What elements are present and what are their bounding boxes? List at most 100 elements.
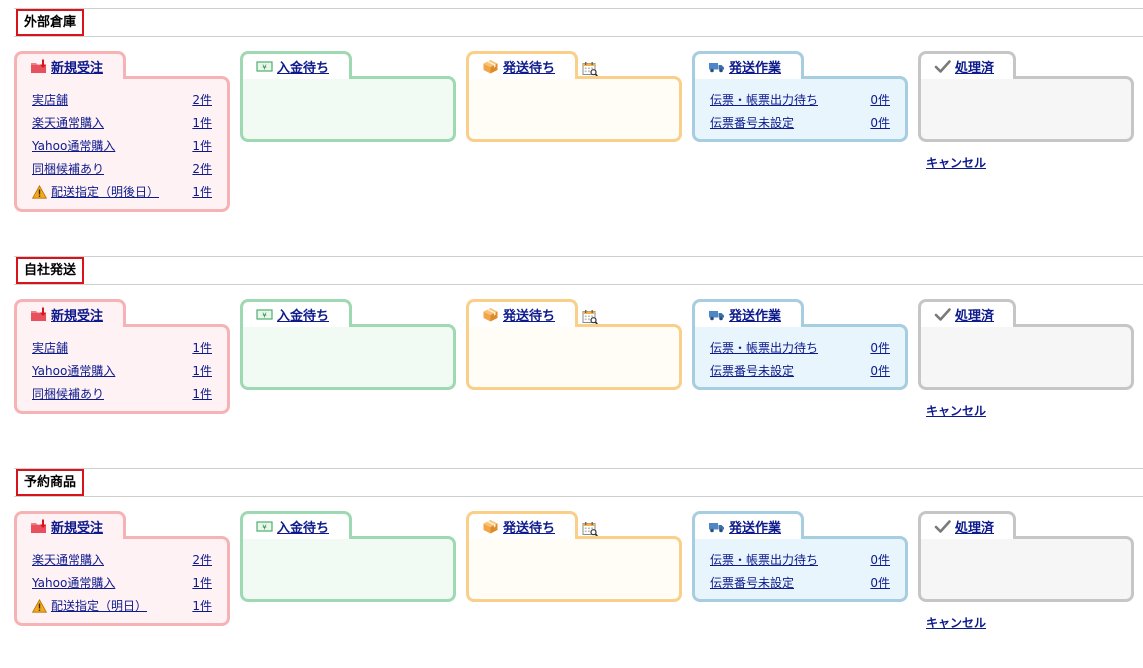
processed-link[interactable]: 処理済 (955, 61, 995, 76)
tab-payment-wait[interactable]: 入金待ち (240, 51, 352, 79)
new-order-count-link[interactable]: 1件 (192, 364, 212, 378)
new-order-count-link[interactable]: 2件 (192, 162, 212, 176)
panel-new-order: 新規受注 実店舗 2件 楽天通常購入 1件 Yahoo通常購入 1件 同梱候補あ (14, 51, 230, 212)
shipping-work-count-link[interactable]: 0件 (870, 553, 890, 567)
calendar-search-icon[interactable] (582, 309, 598, 325)
new-order-count-link[interactable]: 1件 (192, 387, 212, 401)
panel-body: 伝票・帳票出力待ち 0件 伝票番号未設定 0件 (692, 324, 908, 390)
section-divider (14, 284, 1143, 285)
shipping-work-filter-link[interactable]: 伝票番号未設定 (710, 364, 795, 378)
truck-icon (708, 307, 725, 322)
new-order-filter-link[interactable]: 配送指定（明日） (51, 599, 148, 613)
tab-processed[interactable]: 処理済 (918, 511, 1016, 539)
payment-wait-link[interactable]: 入金待ち (277, 521, 330, 536)
section-0: 外部倉庫 新規受注 実店舗 2件 楽天通常購入 1件 Yahoo通常購入 1件 (0, 8, 1143, 212)
list-item: 伝票・帳票出力待ち 0件 (710, 548, 890, 571)
shipping-work-filter-link[interactable]: 伝票・帳票出力待ち (710, 341, 819, 355)
list-item: Yahoo通常購入 1件 (32, 571, 212, 594)
new-order-count-link[interactable]: 2件 (192, 553, 212, 567)
new-order-link[interactable]: 新規受注 (51, 309, 104, 324)
cancel-link[interactable]: キャンセル (926, 404, 987, 418)
new-order-count-link[interactable]: 1件 (192, 116, 212, 130)
new-order-filter-link[interactable]: 配送指定（明後日） (51, 185, 160, 199)
tab-new-order[interactable]: 新規受注 (14, 299, 126, 327)
panel-body (240, 76, 456, 142)
panel-body (240, 324, 456, 390)
shipping-wait-link[interactable]: 発送待ち (503, 521, 556, 536)
tab-processed[interactable]: 処理済 (918, 51, 1016, 79)
list-item: 伝票番号未設定 0件 (710, 359, 890, 382)
new-order-filter-link[interactable]: 実店舗 (32, 341, 69, 355)
new-order-link[interactable]: 新規受注 (51, 521, 104, 536)
calendar-search-icon[interactable] (582, 521, 598, 537)
list-item: Yahoo通常購入 1件 (32, 134, 212, 157)
panel-shipping-wait: 発送待ち (466, 299, 682, 390)
cancel-link[interactable]: キャンセル (926, 616, 987, 630)
box-icon (482, 307, 499, 322)
cancel-link[interactable]: キャンセル (926, 156, 987, 170)
processed-link[interactable]: 処理済 (955, 521, 995, 536)
payment-wait-link[interactable]: 入金待ち (277, 309, 330, 324)
new-order-count-link[interactable]: 1件 (192, 576, 212, 590)
shipping-work-filter-link[interactable]: 伝票・帳票出力待ち (710, 553, 819, 567)
shipping-work-count-link[interactable]: 0件 (870, 341, 890, 355)
processed-link[interactable]: 処理済 (955, 309, 995, 324)
tab-shipping-work[interactable]: 発送作業 (692, 511, 804, 539)
section-2: 予約商品 新規受注 楽天通常購入 2件 Yahoo通常購入 1件 配送指定（明日… (0, 468, 1143, 668)
tab-shipping-work[interactable]: 発送作業 (692, 299, 804, 327)
section-divider (14, 468, 1143, 469)
shipping-work-link[interactable]: 発送作業 (729, 521, 782, 536)
new-order-count-link[interactable]: 1件 (192, 599, 212, 613)
tab-new-order[interactable]: 新規受注 (14, 51, 126, 79)
tab-shipping-work[interactable]: 発送作業 (692, 51, 804, 79)
section-title: 外部倉庫 (16, 9, 85, 36)
folder-arrow-icon (30, 519, 47, 534)
new-order-filter-link[interactable]: Yahoo通常購入 (32, 364, 116, 378)
new-order-filter-link[interactable]: 楽天通常購入 (32, 116, 105, 130)
payment-wait-link[interactable]: 入金待ち (277, 61, 330, 76)
shipping-work-filter-link[interactable]: 伝票番号未設定 (710, 116, 795, 130)
shipping-work-count-link[interactable]: 0件 (870, 364, 890, 378)
shipping-work-count-link[interactable]: 0件 (870, 116, 890, 130)
shipping-wait-link[interactable]: 発送待ち (503, 309, 556, 324)
check-icon (934, 59, 951, 74)
new-order-count-link[interactable]: 2件 (192, 93, 212, 107)
folder-arrow-icon (30, 59, 47, 74)
new-order-count-link[interactable]: 1件 (192, 139, 212, 153)
new-order-link[interactable]: 新規受注 (51, 61, 104, 76)
new-order-filter-link[interactable]: 実店舗 (32, 93, 69, 107)
tab-shipping-wait[interactable]: 発送待ち (466, 511, 578, 539)
shipping-wait-link[interactable]: 発送待ち (503, 61, 556, 76)
new-order-filter-link[interactable]: 楽天通常購入 (32, 553, 105, 567)
section-divider (14, 496, 1143, 497)
tab-new-order[interactable]: 新規受注 (14, 511, 126, 539)
shipping-work-count-link[interactable]: 0件 (870, 576, 890, 590)
tab-payment-wait[interactable]: 入金待ち (240, 299, 352, 327)
tab-shipping-wait[interactable]: 発送待ち (466, 51, 578, 79)
truck-icon (708, 59, 725, 74)
tab-shipping-wait[interactable]: 発送待ち (466, 299, 578, 327)
section-divider (14, 256, 1143, 257)
new-order-count-link[interactable]: 1件 (192, 341, 212, 355)
tab-processed[interactable]: 処理済 (918, 299, 1016, 327)
panel-body (918, 536, 1134, 602)
panel-body (240, 536, 456, 602)
panel-body (918, 324, 1134, 390)
calendar-search-icon[interactable] (582, 61, 598, 77)
list-item: 伝票・帳票出力待ち 0件 (710, 88, 890, 111)
panel-shipping-work: 発送作業 伝票・帳票出力待ち 0件 伝票番号未設定 0件 (692, 299, 908, 390)
shipping-work-count-link[interactable]: 0件 (870, 93, 890, 107)
new-order-filter-link[interactable]: 同梱候補あり (32, 162, 105, 176)
tab-payment-wait[interactable]: 入金待ち (240, 511, 352, 539)
panel-body: 実店舗 2件 楽天通常購入 1件 Yahoo通常購入 1件 同梱候補あり 2件 (14, 76, 230, 212)
new-order-filter-link[interactable]: Yahoo通常購入 (32, 139, 116, 153)
new-order-filter-link[interactable]: Yahoo通常購入 (32, 576, 116, 590)
panel-new-order: 新規受注 楽天通常購入 2件 Yahoo通常購入 1件 配送指定（明日） 1件 (14, 511, 230, 626)
shipping-work-filter-link[interactable]: 伝票・帳票出力待ち (710, 93, 819, 107)
new-order-count-link[interactable]: 1件 (192, 185, 212, 199)
new-order-filter-link[interactable]: 同梱候補あり (32, 387, 105, 401)
shipping-work-link[interactable]: 発送作業 (729, 309, 782, 324)
shipping-work-filter-link[interactable]: 伝票番号未設定 (710, 576, 795, 590)
panel-body: 伝票・帳票出力待ち 0件 伝票番号未設定 0件 (692, 536, 908, 602)
shipping-work-link[interactable]: 発送作業 (729, 61, 782, 76)
